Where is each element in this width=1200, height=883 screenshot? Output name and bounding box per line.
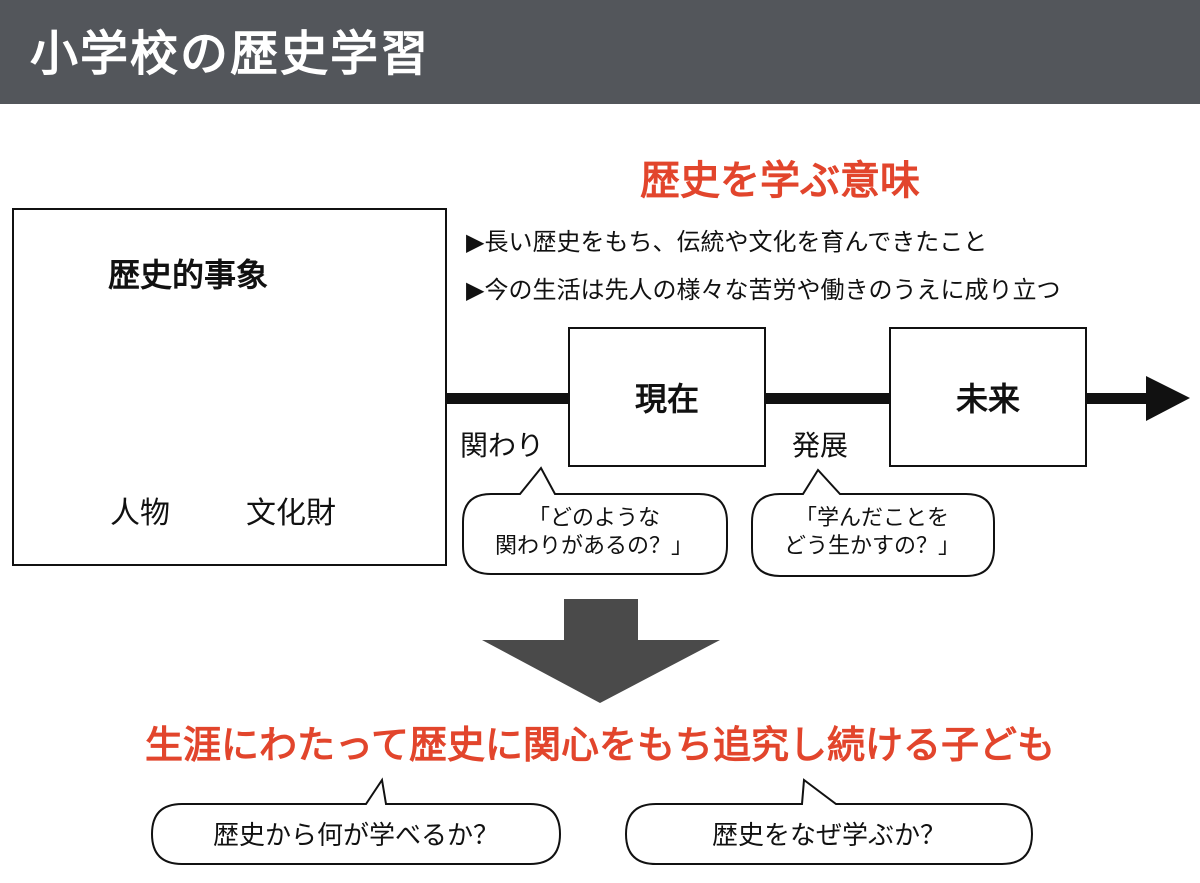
speech-bubble-question-2 [624, 778, 1034, 865]
present-box: 現在 [568, 327, 766, 467]
speech-bubble-question-1 [150, 777, 562, 865]
speech-bubble-relation [462, 466, 728, 575]
future-box: 未来 [889, 327, 1087, 467]
development-bubble-line-2: どう生かすの？」 [783, 534, 960, 559]
development-bubble-line-1: 「学んだことを [794, 506, 949, 531]
person-label: 人物 [110, 496, 170, 531]
meaning-title: 歴史を学ぶ意味 [640, 158, 920, 204]
historical-events-title: 歴史的事象 [108, 256, 269, 294]
relation-bubble-text: 「どのような 関わりがあるの？」 [463, 505, 725, 561]
speech-bubble-development [751, 468, 995, 577]
cultural-property-label: 文化財 [246, 496, 336, 531]
relation-label: 関わり [460, 429, 545, 462]
header-bar [0, 0, 1200, 104]
down-arrow-icon [482, 599, 720, 703]
meaning-bullet-2: ▶今の生活は先人の様々な苦労や働きのうえに成り立つ [466, 276, 1061, 304]
relation-bubble-line-1: 「どのような [527, 506, 660, 531]
goal-statement: 生涯にわたって歴史に関心をもち追究し続ける子ども [144, 723, 1056, 767]
historical-events-box [12, 208, 447, 566]
page-title: 小学校の歴史学習 [30, 26, 431, 82]
question-2-text: 歴史をなぜ学ぶか？ [711, 821, 946, 851]
timeline-segment-right [1086, 393, 1148, 404]
development-label: 発展 [792, 429, 849, 462]
relation-bubble-line-2: 関わりがあるの？」 [494, 534, 693, 559]
timeline [447, 376, 1190, 421]
meaning-bullet-1: ▶長い歴史をもち、伝統や文化を育んできたこと [466, 228, 988, 256]
timeline-segment-left [447, 393, 569, 404]
question-1-text: 歴史から何が学べるか？ [212, 821, 499, 851]
timeline-arrowhead-icon [1146, 376, 1190, 421]
timeline-segment-middle [765, 393, 890, 404]
development-bubble-text: 「学んだことを どう生かすの？」 [752, 505, 992, 561]
